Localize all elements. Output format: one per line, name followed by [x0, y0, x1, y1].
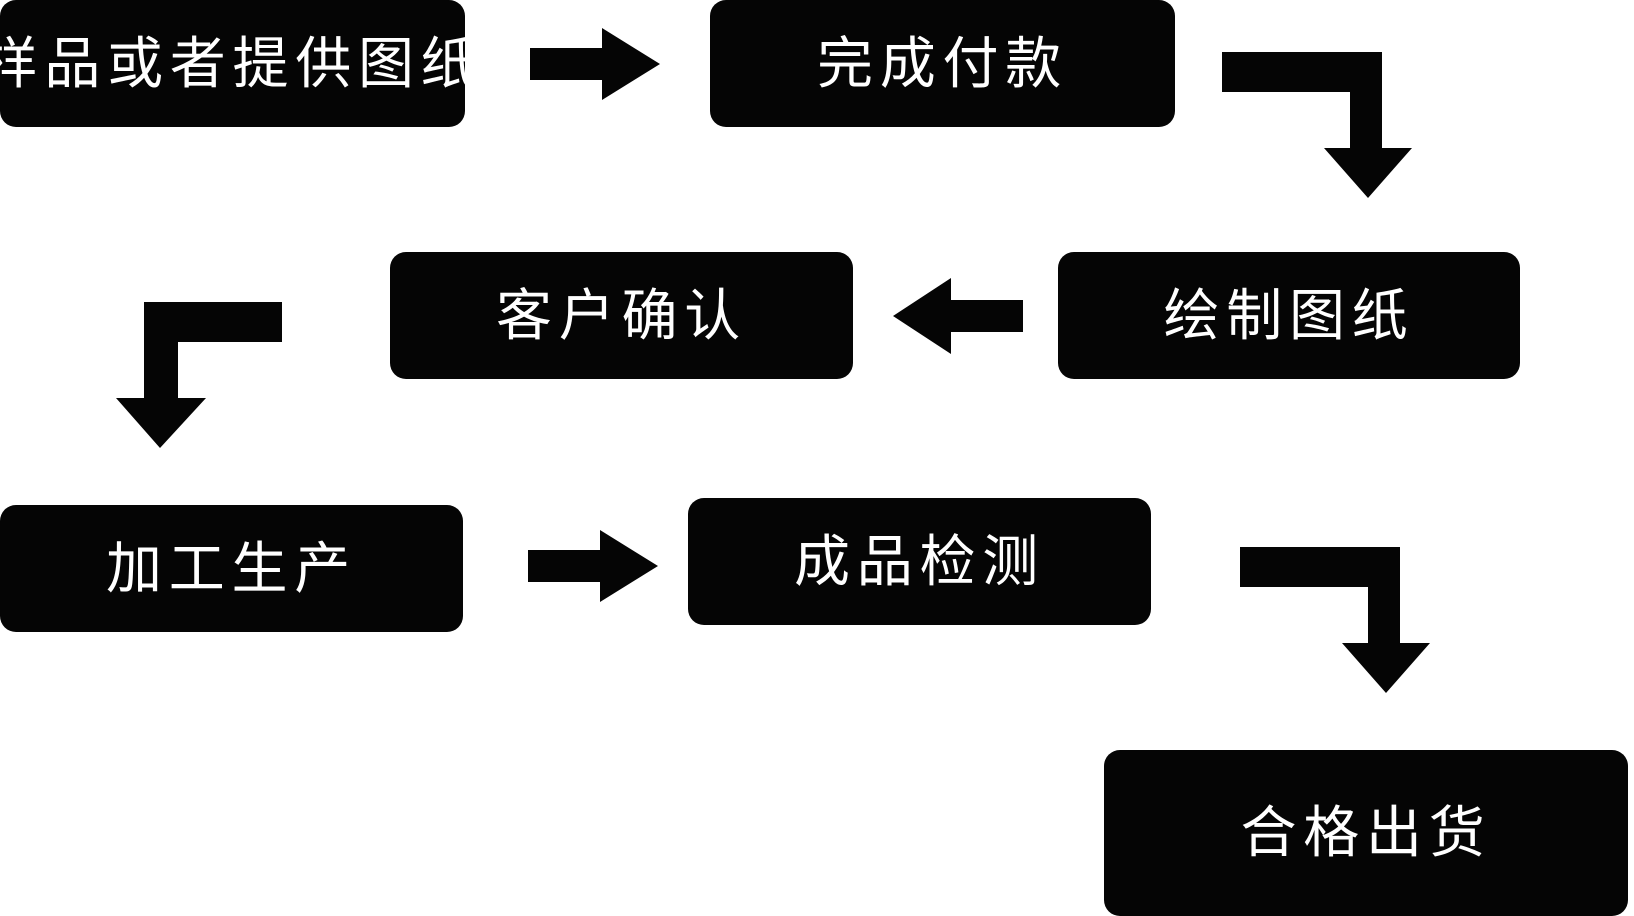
arrow-production-to-inspection-icon: [528, 530, 658, 602]
elbow-arrow-payment-to-drawing-icon: [1222, 52, 1412, 198]
node-label-sample: 样品或者提供图纸: [0, 31, 484, 95]
node-label-production: 加工生产: [106, 536, 357, 600]
flowchart-node-inspection[interactable]: 成品检测: [688, 498, 1151, 625]
elbow-arrow-confirm-to-production-icon: [116, 302, 282, 448]
flowchart-node-draw-blueprint[interactable]: 绘制图纸: [1058, 252, 1520, 379]
flowchart-node-sample[interactable]: 样品或者提供图纸: [0, 0, 477, 127]
elbow-arrow-inspection-to-shipping-icon: [1240, 547, 1430, 693]
flowchart-node-shipping[interactable]: 合格出货: [1104, 750, 1628, 916]
arrow-sample-to-payment-icon: [530, 28, 660, 100]
node-label-customer-confirm: 客户确认: [496, 283, 747, 347]
node-label-draw-blueprint: 绘制图纸: [1163, 283, 1415, 347]
node-label-shipping: 合格出货: [1240, 801, 1492, 864]
flowchart-node-customer-confirm[interactable]: 客户确认: [390, 252, 853, 379]
node-label-payment: 完成付款: [817, 31, 1068, 95]
node-label-inspection: 成品检测: [794, 529, 1045, 593]
arrow-drawing-to-confirm-icon: [893, 278, 1023, 354]
flowchart-node-payment[interactable]: 完成付款: [710, 0, 1175, 127]
flowchart-node-production[interactable]: 加工生产: [0, 505, 463, 632]
